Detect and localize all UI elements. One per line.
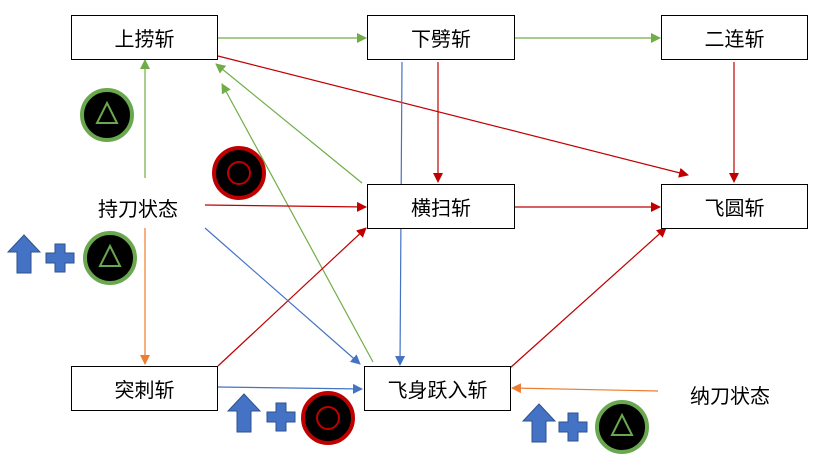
triangle-button-icon (80, 88, 134, 142)
arrow-thrust-to-horizontal (217, 227, 367, 367)
node-thrust: 突刺斩 (71, 366, 218, 411)
node-horizontal: 横扫斩 (367, 184, 515, 229)
arrow-horizontal-to-uppercut (215, 63, 363, 184)
circle-button-icon (212, 146, 266, 200)
state-holding: 持刀状态 (98, 197, 178, 221)
up-arrow-icon (522, 403, 556, 443)
node-downcleave: 下劈斩 (367, 15, 515, 60)
circle-button-icon (301, 391, 355, 445)
plus-icon (45, 243, 75, 273)
arrow-uppercut-to-spin (217, 55, 689, 178)
arrow-leap-to-spin (509, 227, 667, 369)
state-sheathed: 纳刀状态 (690, 384, 770, 408)
plus-icon (266, 402, 296, 432)
triangle-button-icon (595, 400, 649, 454)
up-arrow-icon (7, 234, 41, 274)
triangle-button-icon (83, 231, 137, 285)
arrow-thrust-to-leap (217, 383, 363, 394)
up-arrow-icon (227, 393, 261, 433)
arrow-holding-to-leap (204, 227, 361, 365)
plus-icon (558, 412, 588, 442)
arrow-holding-to-horizontal (204, 201, 367, 212)
arrow-leap-to-uppercut (221, 83, 374, 363)
node-uppercut: 上捞斩 (71, 15, 218, 60)
node-spin: 飞圆斩 (661, 184, 808, 229)
arrow-sheathed-to-leap (511, 383, 659, 394)
node-double: 二连斩 (661, 15, 808, 60)
node-leap: 飞身跃入斩 (364, 366, 511, 411)
